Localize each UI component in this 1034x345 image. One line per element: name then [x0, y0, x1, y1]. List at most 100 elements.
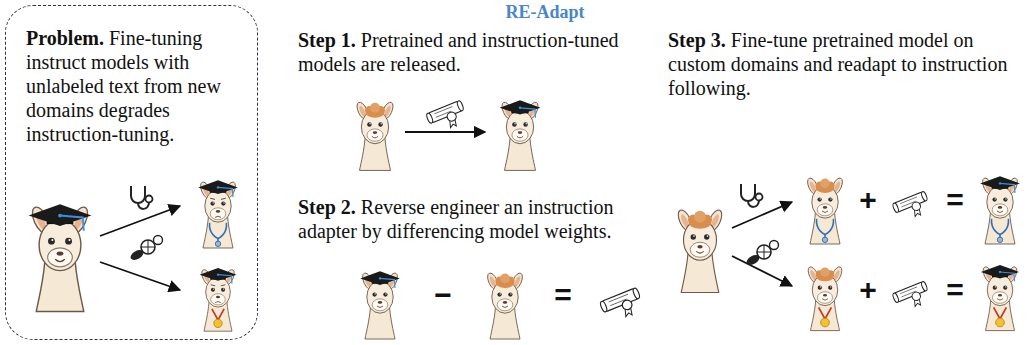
diploma-icon [599, 287, 645, 324]
cap-tassel [60, 216, 84, 231]
llama-hair [820, 267, 829, 276]
llama-figure [675, 208, 724, 292]
llama-eye-glint [51, 239, 53, 241]
llama-eye [828, 197, 832, 201]
stethoscope-chestpiece [756, 194, 763, 201]
stethoscope-icon [741, 184, 763, 207]
llama-eye-glint [526, 123, 527, 124]
diploma-icon [892, 191, 932, 224]
diploma-end [920, 191, 928, 202]
llama-eye [704, 234, 709, 239]
cap-button [519, 107, 521, 109]
llama-eye-glint [381, 123, 382, 124]
llama-eye [993, 286, 997, 290]
llama-nose [518, 131, 522, 134]
llama-muzzle [817, 292, 832, 304]
cap-tassel [1000, 183, 1015, 193]
llama-eye [497, 292, 501, 296]
flow-arrow [100, 262, 180, 290]
problem-panel: Problem.Fine-tuning instruct models with… [5, 5, 258, 340]
cap-board [980, 176, 1020, 190]
llama-eye-glint [223, 202, 224, 203]
llama-brow [211, 285, 215, 286]
flow-arrow [732, 256, 792, 286]
llama-mouth [822, 211, 828, 213]
llama-eye [367, 122, 371, 126]
cap-tassel [380, 278, 395, 288]
llama-mouth [997, 299, 1003, 300]
llama-mouth [55, 259, 65, 261]
llama-eye-glint [385, 293, 386, 294]
llama-mouth [215, 216, 221, 217]
llama-mouth [517, 136, 523, 138]
stethoscope-icon [131, 186, 153, 209]
medal-ribbon [212, 309, 224, 320]
operator-symbol: = [946, 184, 964, 216]
llama-figure [198, 180, 238, 248]
llama-muzzle [690, 242, 710, 257]
llama-muzzle [211, 294, 226, 305]
cap-button [999, 271, 1001, 273]
diploma-seal [621, 299, 633, 311]
operator-symbol: + [859, 184, 877, 216]
llama-muzzle [497, 299, 513, 311]
llama-head [987, 274, 1013, 305]
llama-eye [508, 292, 512, 296]
llama-eye [1003, 286, 1007, 290]
step-heading: Step 2. [298, 196, 356, 218]
llama-nose [373, 131, 377, 134]
llama-figure [360, 271, 400, 339]
llama-nose [216, 210, 220, 213]
llama-eye-glint [213, 202, 214, 203]
llama-eye-glint [830, 286, 831, 287]
cap-button [379, 277, 381, 279]
llama-eye [221, 288, 225, 292]
llama-figure [500, 100, 541, 170]
llama-figure [29, 204, 92, 311]
medal [821, 318, 830, 327]
llama-muzzle [372, 299, 388, 311]
step-heading: Step 3. [668, 29, 726, 51]
llama-eye [817, 197, 821, 201]
cap-button [217, 186, 219, 188]
llama-eye [372, 292, 376, 296]
diploma-end [892, 202, 900, 213]
llama-figure [485, 271, 524, 339]
llama-hair [694, 211, 706, 223]
step-text: Step 3.Fine-tune pretrained model on cus… [668, 28, 1026, 100]
diploma-seal [911, 291, 922, 302]
llama-eye [691, 234, 696, 239]
llama-muzzle [992, 204, 1008, 216]
llama-head [506, 110, 533, 143]
stethoscope-tube [741, 184, 755, 201]
cap-board [198, 180, 238, 194]
llama-figure [200, 268, 237, 331]
llama-figure [806, 265, 844, 330]
llama-muzzle [48, 248, 73, 267]
llama-eye [48, 238, 55, 245]
step-text: Step 2.Reverse engineer an instruction a… [298, 195, 663, 243]
diploma-end [920, 281, 928, 292]
llama-nose [216, 296, 220, 298]
llama-muzzle [817, 204, 833, 216]
llama-hair [820, 179, 830, 189]
operator-symbol: + [859, 274, 877, 306]
llama-nose [503, 301, 507, 304]
llama-head [205, 190, 231, 222]
llama-mouth [502, 306, 508, 308]
llama-mouth [377, 306, 383, 308]
figure-title: RE-Adapt [505, 2, 584, 23]
stethoscope-chestpiece [215, 241, 220, 246]
panel-text: Problem.Fine-tuning instruct models with… [26, 26, 254, 146]
cap-tassel [218, 187, 233, 197]
llama-mouth [696, 251, 704, 253]
llama-mouth [215, 302, 221, 303]
llama-eye [210, 201, 214, 205]
llama-muzzle [210, 208, 226, 220]
llama-eye-glint [375, 293, 376, 294]
llama-figure [805, 176, 844, 244]
llama-eye-glint [820, 198, 821, 199]
diploma-seal [446, 111, 458, 123]
cap-board [29, 204, 92, 226]
llama-eye [378, 122, 382, 126]
